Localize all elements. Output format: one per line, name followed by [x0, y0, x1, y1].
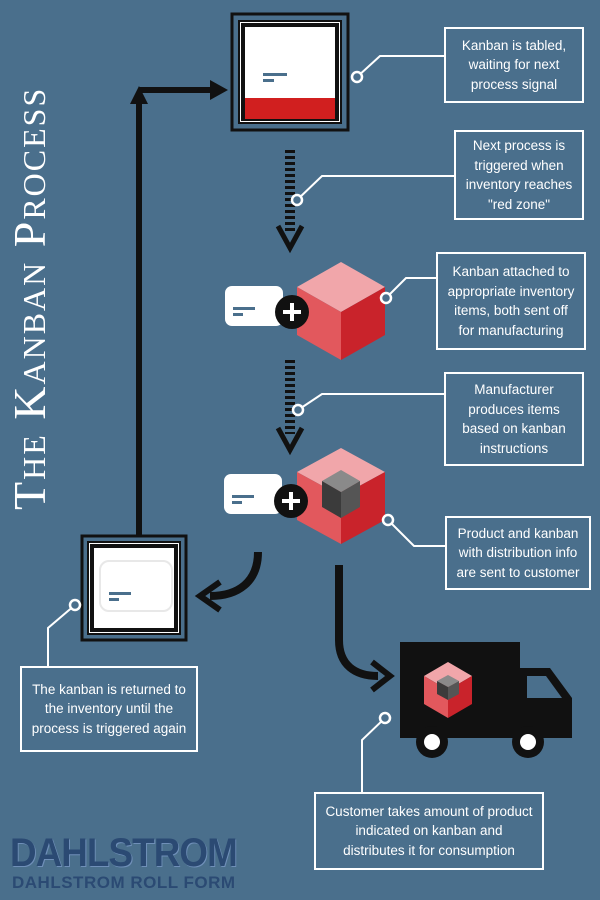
to-customer-arrow	[335, 565, 395, 693]
dashed-arrow-2	[275, 360, 305, 456]
connectors	[47, 55, 454, 792]
kanban-card-1	[225, 286, 283, 326]
kanban-card-icon-returned	[99, 560, 173, 612]
red-zone-fill	[245, 98, 335, 119]
cube-red-1	[297, 262, 385, 360]
callout-triggered: Next process is triggered when inventory…	[454, 130, 584, 220]
callout-returned: The kanban is returned to the inventory …	[20, 666, 198, 752]
callout-attached: Kanban attached to appropriate inventory…	[436, 252, 586, 350]
kanban-card-2	[224, 474, 282, 514]
truck-cube	[424, 662, 472, 718]
callout-customer: Customer takes amount of product indicat…	[314, 792, 544, 870]
callout-tabled: Kanban is tabled, waiting for next proce…	[444, 27, 584, 103]
callout-manufacturer: Manufacturer produces items based on kan…	[444, 372, 584, 466]
plus-icon-2	[274, 484, 308, 518]
callout-product: Product and kanban with distribution inf…	[445, 516, 591, 590]
plus-icon-1	[275, 295, 309, 329]
connector-dots	[68, 70, 395, 725]
logo-wordmark: DAHLSTROM	[10, 831, 238, 875]
return-curved-arrow	[194, 551, 262, 613]
dahlstrom-logo: DAHLSTROM DAHLSTROM ROLL FORM	[10, 832, 250, 894]
return-to-top-arrow	[130, 80, 228, 536]
kanban-card-icon-top	[251, 42, 329, 92]
inner-product-cube	[322, 470, 360, 518]
logo-subtitle: DAHLSTROM ROLL FORM	[12, 873, 236, 892]
dashed-arrow-1	[275, 150, 305, 254]
